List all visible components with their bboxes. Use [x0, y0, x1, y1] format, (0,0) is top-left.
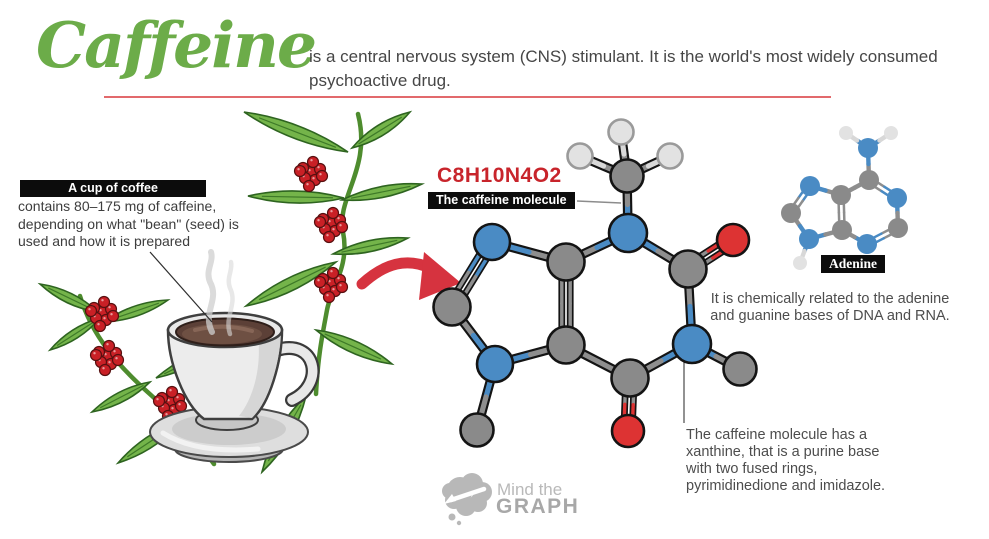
cup-connector-line	[149, 251, 213, 323]
cup-of-coffee-label: A cup of coffee	[20, 180, 206, 197]
adenine-label: Adenine	[821, 255, 886, 273]
logo-text-graph: GRAPH	[496, 495, 580, 518]
coffee-cup-illustration	[149, 249, 320, 463]
title-underline	[104, 96, 831, 98]
adenine-note: It is chemically related to the adenine …	[710, 291, 950, 324]
caffeine-formula: C8H10N4O2	[437, 164, 562, 187]
molecule-label-connector-line	[576, 200, 622, 204]
logo-text-mind-the: Mind the	[497, 480, 563, 499]
page-subtitle: is a central nervous system (CNS) stimul…	[309, 47, 938, 90]
adenine-molecule-diagram	[781, 126, 908, 270]
red-arrow-icon	[356, 252, 461, 300]
caffeine-molecule-diagram	[432, 118, 758, 449]
connector-lines	[149, 200, 685, 423]
steam-icon	[205, 249, 235, 337]
caffeine-molecule-note: The caffeine molecule has a xanthine, th…	[686, 427, 886, 494]
caffeine-molecule-label: The caffeine molecule	[428, 192, 575, 209]
page-title: Caffeine	[36, 8, 317, 82]
cup-of-coffee-description: contains 80–175 mg of caffeine, dependin…	[18, 198, 239, 249]
mindthegraph-logo-icon	[442, 473, 492, 526]
